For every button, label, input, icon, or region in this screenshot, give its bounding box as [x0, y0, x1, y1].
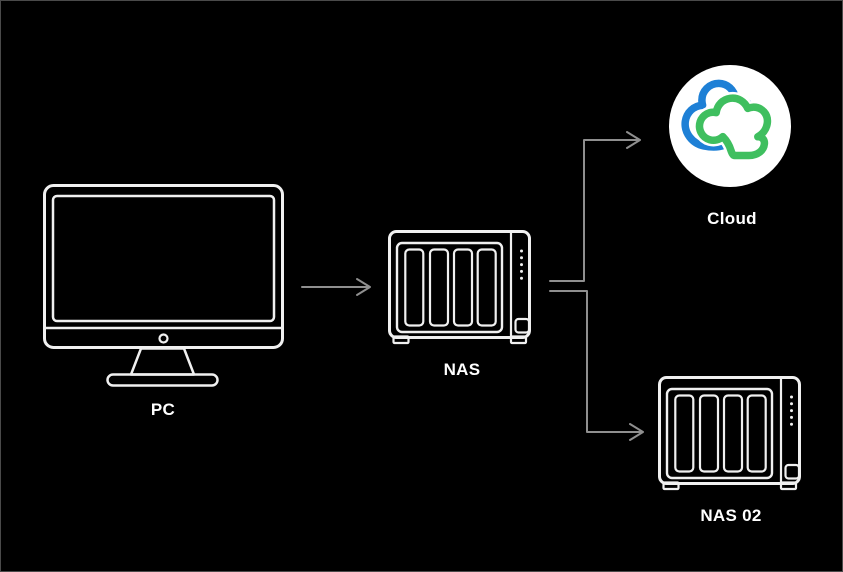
cloud-icon: [669, 65, 791, 187]
nas02-label: NAS 02: [700, 506, 762, 525]
arrow-nas-to-nas02: [549, 290, 644, 441]
cloud-label: Cloud: [707, 209, 757, 228]
nas-icon: [388, 230, 531, 345]
arrow-nas-to-cloud: [549, 131, 641, 282]
nas02-icon: [658, 376, 801, 491]
arrow-pc-to-nas: [301, 278, 371, 296]
pc-label: PC: [150, 400, 176, 419]
nas-label: NAS: [443, 360, 481, 379]
pc-icon: [43, 184, 284, 387]
cloud-green-stroke: [695, 94, 772, 160]
